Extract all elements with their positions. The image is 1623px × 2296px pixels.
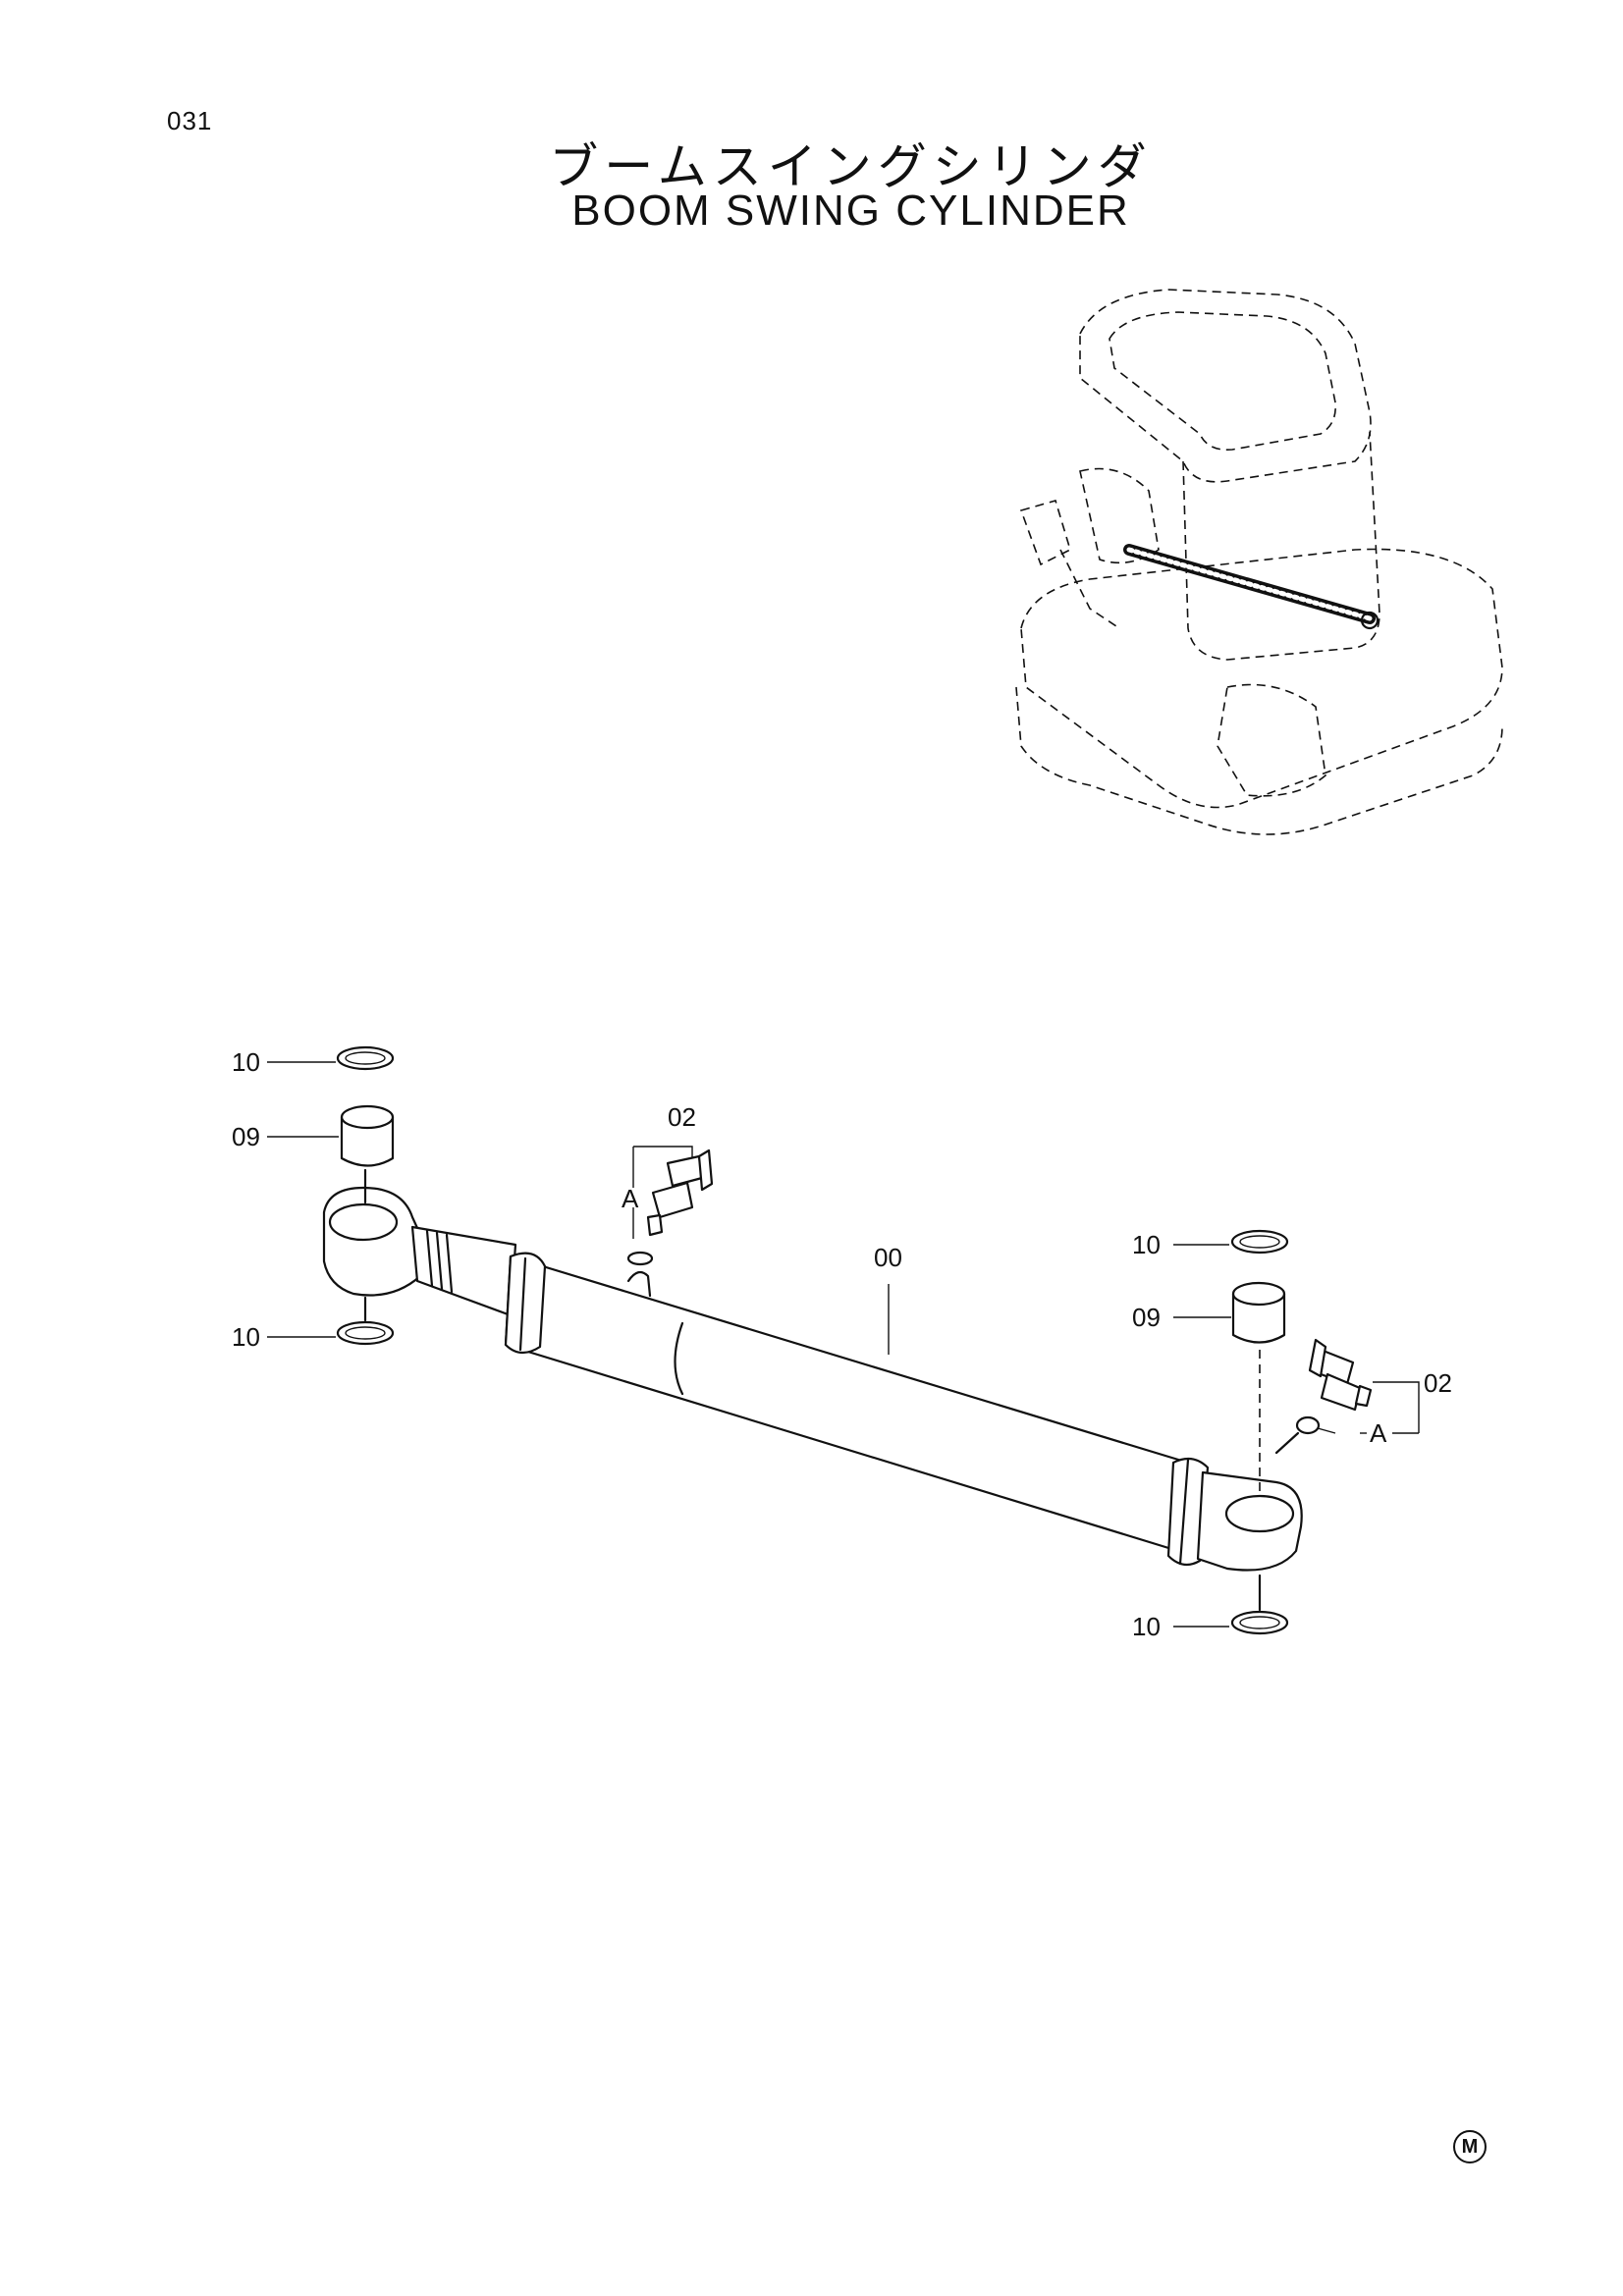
callout-02-left: 02 bbox=[668, 1102, 696, 1132]
machine-locator-illustration bbox=[1015, 289, 1503, 835]
callout-02-right: 02 bbox=[1424, 1368, 1452, 1398]
leader-lines bbox=[267, 1061, 1420, 1628]
callout-10-top-left: 10 bbox=[232, 1047, 260, 1077]
callout-10-bottom-left: 10 bbox=[232, 1322, 260, 1352]
callout-09-right: 09 bbox=[1132, 1303, 1161, 1332]
boom-swing-cylinder-assembly bbox=[322, 1045, 1373, 1635]
page-title-english: BOOM SWING CYLINDER bbox=[571, 187, 1130, 235]
circled-m-mark: M bbox=[1453, 2130, 1487, 2163]
page-number: 031 bbox=[167, 106, 213, 135]
callout-00: 00 bbox=[874, 1243, 902, 1272]
callout-09-left: 09 bbox=[232, 1122, 260, 1151]
callout-10-top-right: 10 bbox=[1132, 1230, 1161, 1259]
page-title-japanese: ブームスイングシリンダ bbox=[549, 138, 1153, 195]
callout-labels: 10 09 10 02 A 00 10 09 02 A 10 bbox=[232, 1047, 1452, 1641]
callout-a-right: A bbox=[1370, 1418, 1387, 1448]
callout-a-left: A bbox=[622, 1184, 639, 1213]
callout-10-bottom-right: 10 bbox=[1132, 1612, 1161, 1641]
